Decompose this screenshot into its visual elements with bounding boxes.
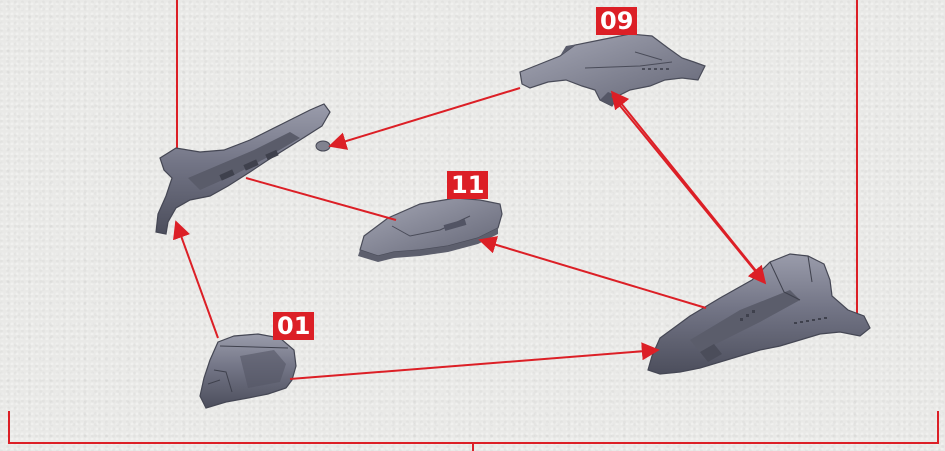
arrow-canopy-to-wing	[176, 222, 218, 338]
frame-bottom-bracket	[9, 411, 938, 443]
part-main-hull	[648, 254, 870, 374]
arrow-canopy-to-hull	[290, 350, 658, 379]
arrow-hull-to-plate	[480, 240, 706, 308]
part-plate-11	[358, 198, 502, 262]
arrow-plate-to-wing-line	[246, 178, 396, 220]
arrow-hull-to-fin	[612, 96, 765, 283]
part-fin-09	[520, 34, 705, 106]
part-left-wing	[156, 104, 330, 234]
part-label-11: 11	[447, 171, 488, 199]
part-canopy-01	[200, 334, 296, 408]
part-label-01: 01	[273, 312, 314, 340]
arrow-fin-to-wing	[330, 88, 520, 146]
part-label-09: 09	[596, 7, 637, 35]
